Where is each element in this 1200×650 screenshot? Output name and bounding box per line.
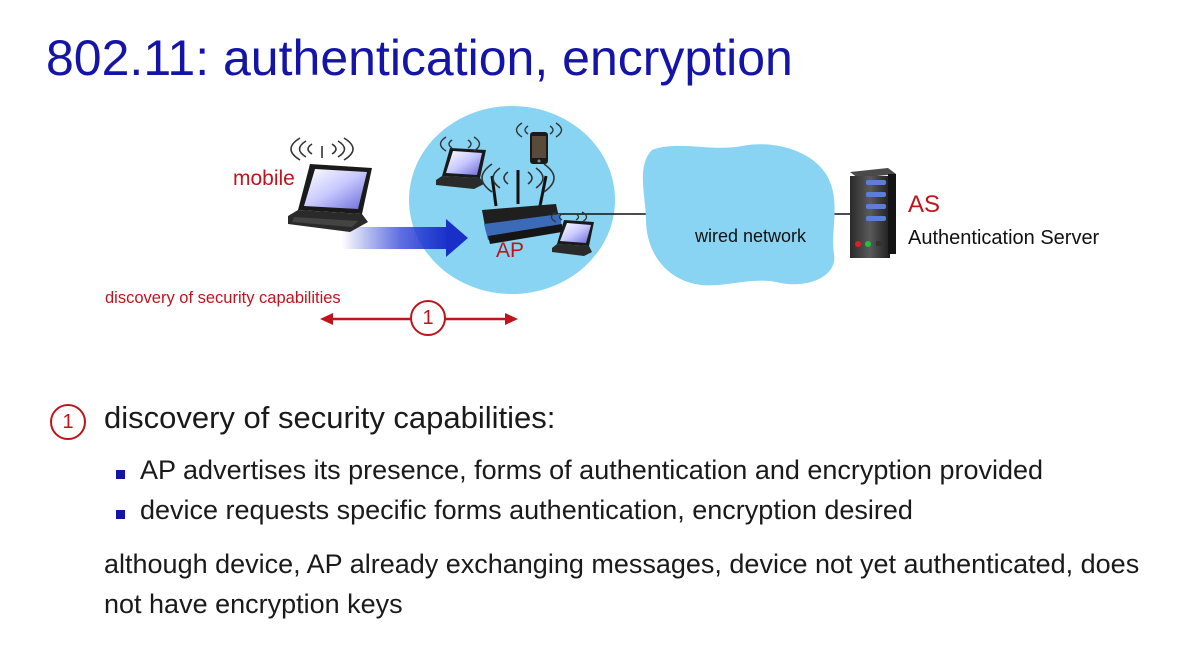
bullet-list: AP advertises its presence, forms of aut…: [112, 450, 1043, 530]
laptop-icon: [552, 220, 594, 256]
laptop-icon: [288, 164, 372, 232]
step-number-badge: 1: [50, 404, 86, 440]
wired-network-cloud: [642, 144, 835, 286]
list-item: device requests specific forms authentic…: [112, 490, 1043, 530]
slide-title: 802.11: authentication, encryption: [46, 30, 793, 86]
bullet-text: device requests specific forms authentic…: [140, 495, 913, 525]
signal-waves-icon: [550, 211, 588, 223]
ap-coverage-area: [409, 106, 615, 294]
wireless-router-icon: [482, 170, 562, 244]
step-heading: discovery of security capabilities:: [104, 400, 556, 435]
authentication-server-label: Authentication Server: [908, 227, 1100, 249]
step-number-text: 1: [422, 307, 433, 329]
association-arrow: [342, 219, 468, 257]
wired-network-label: wired network: [694, 226, 807, 246]
signal-waves-icon: [439, 136, 481, 152]
bullet-text: AP advertises its presence, forms of aut…: [140, 455, 1044, 485]
smartphone-icon: [530, 132, 548, 164]
ap-label: AP: [496, 239, 524, 262]
step-1-double-arrow: 1: [320, 300, 518, 336]
discovery-label: discovery of security capabilities: [105, 289, 341, 307]
mobile-label: mobile: [233, 167, 295, 190]
bullet-marker: [116, 510, 125, 519]
signal-waves-icon: [515, 122, 563, 138]
note-text: although device, AP already exchanging m…: [104, 549, 1140, 619]
as-label: AS: [908, 191, 940, 218]
server-icon: [850, 168, 896, 258]
laptop-icon: [436, 148, 486, 189]
bullet-marker: [116, 470, 125, 479]
signal-waves-icon: [290, 137, 354, 161]
list-item: AP advertises its presence, forms of aut…: [112, 450, 1043, 490]
signal-waves-icon: [481, 163, 555, 193]
step-number-badge: [410, 300, 446, 336]
